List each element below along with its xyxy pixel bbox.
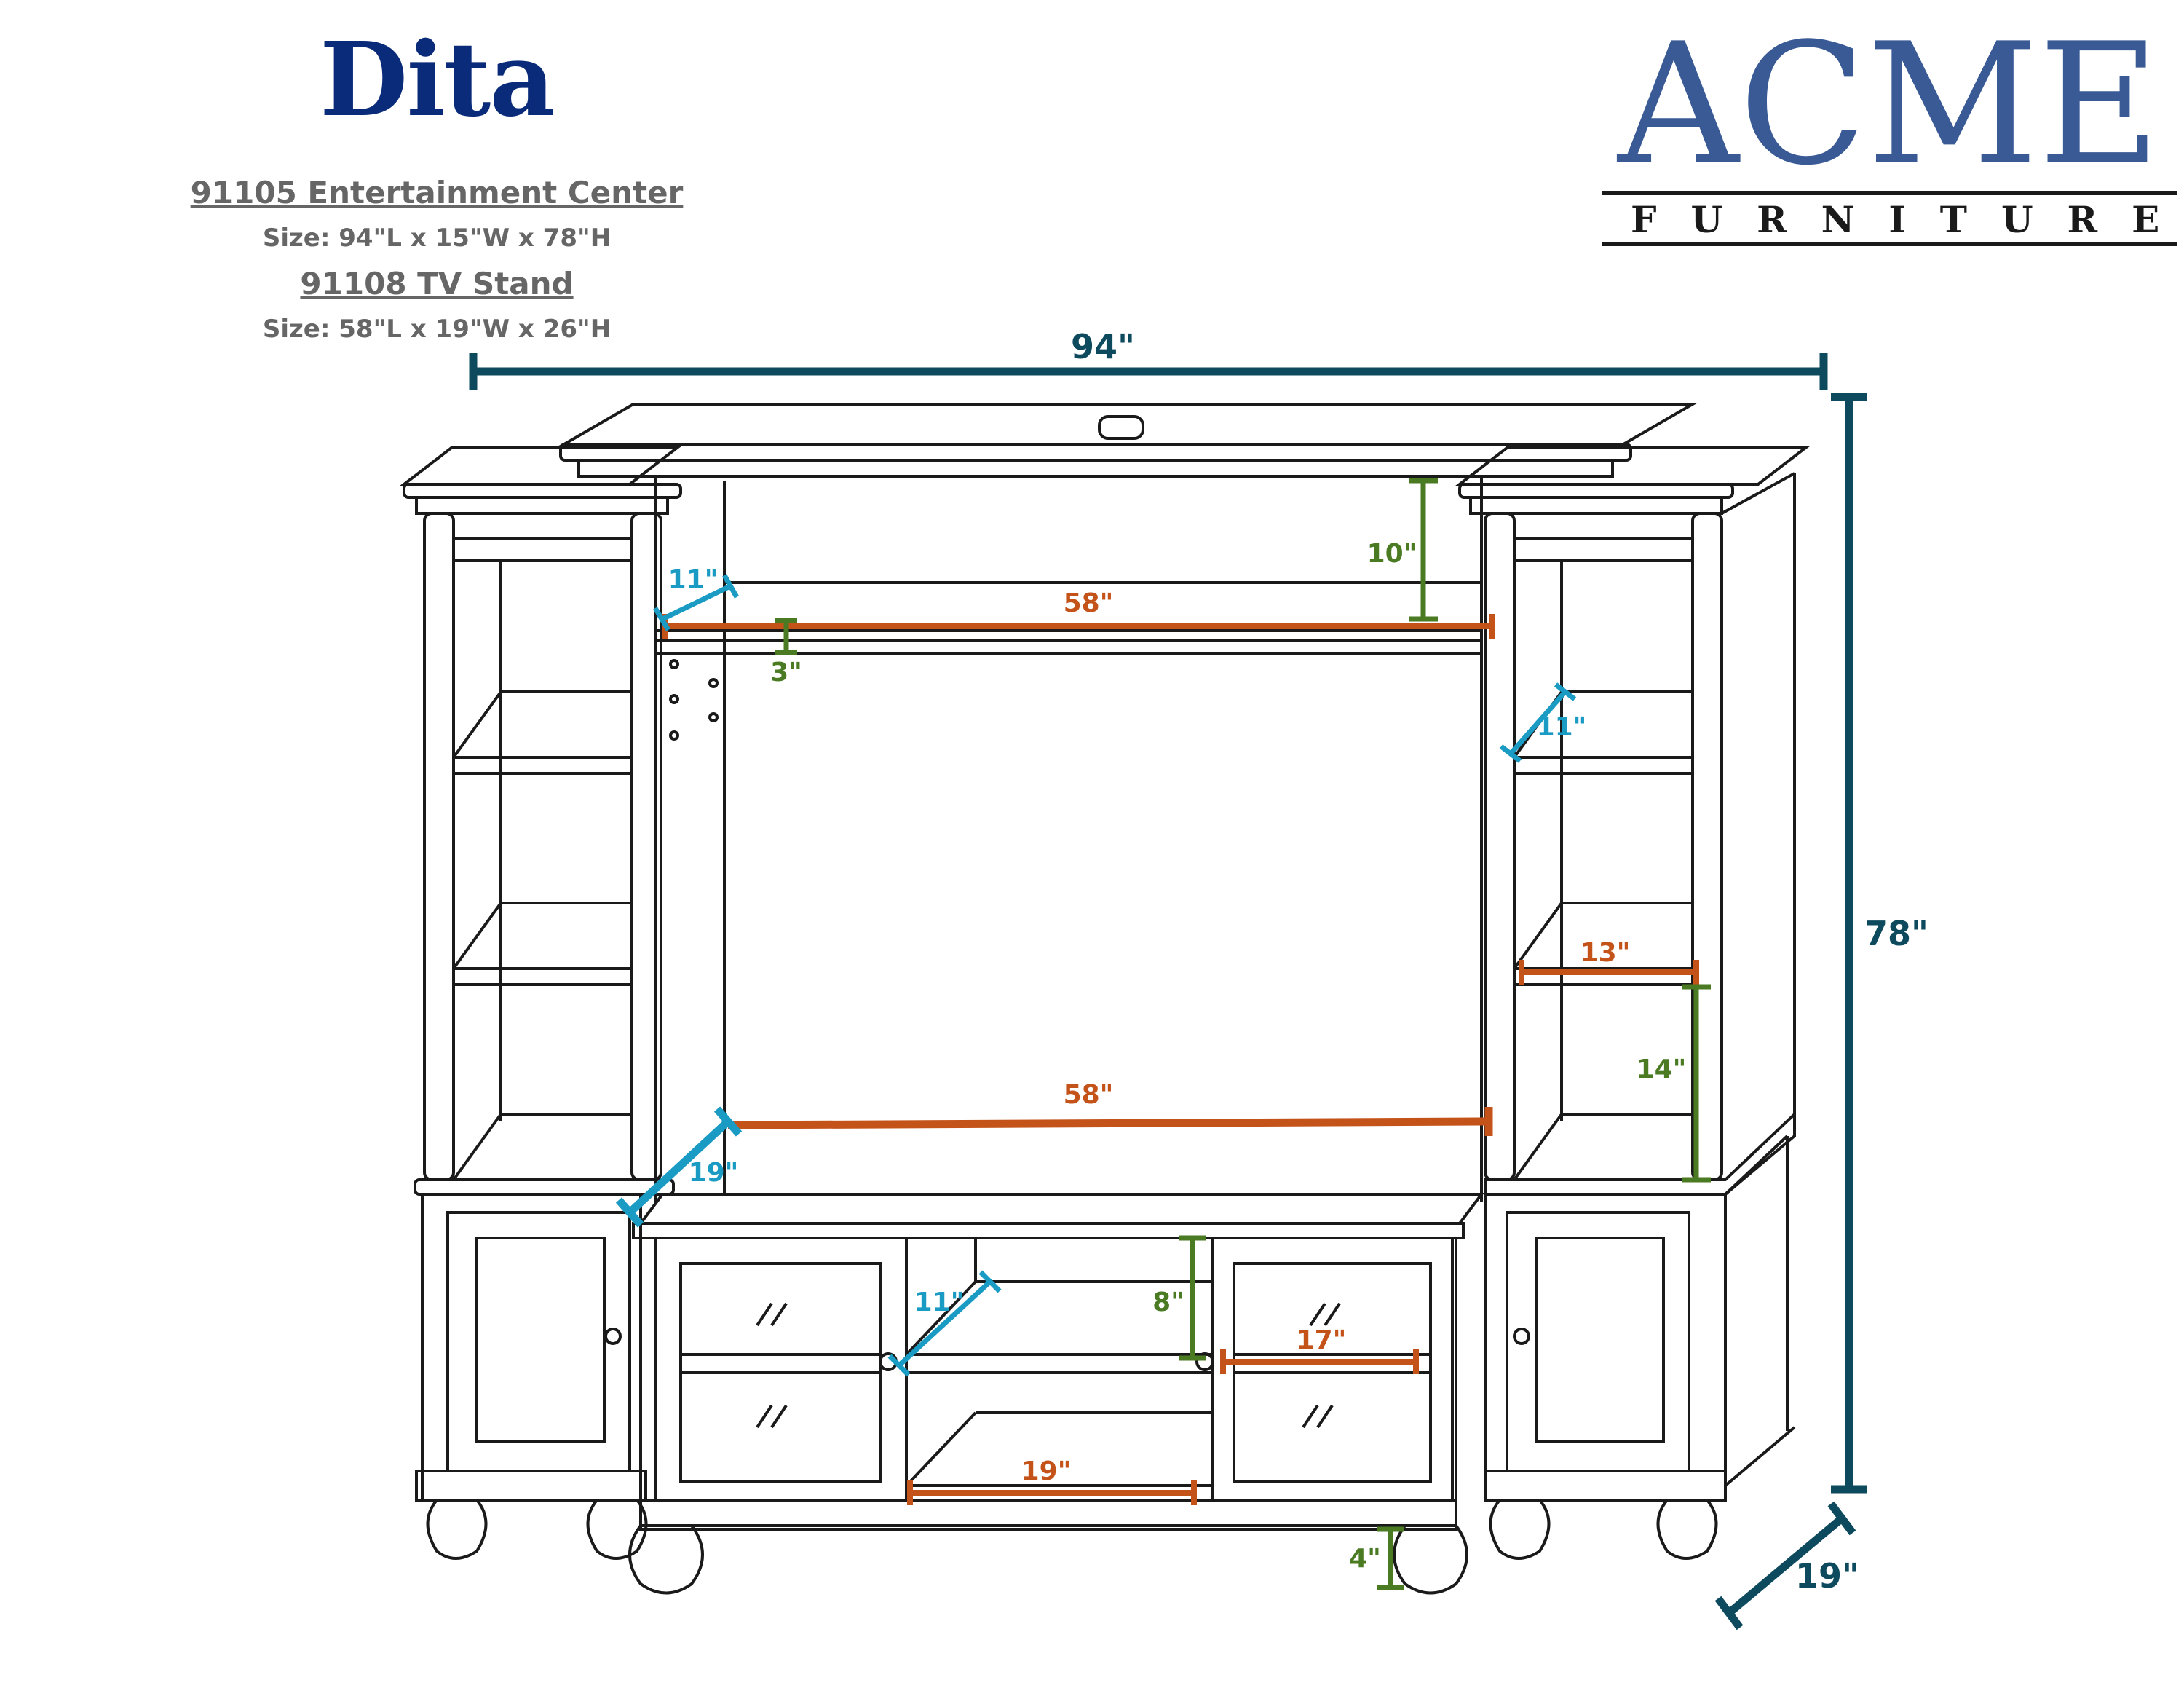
label-overall-depth: 19" <box>1795 1556 1859 1596</box>
tower-depth-tick-a <box>1499 744 1522 763</box>
label-open-shelf-height: 8" <box>1152 1287 1184 1317</box>
stand-depth-tick-a <box>615 1197 644 1228</box>
label-leg-height: 4" <box>1349 1544 1381 1574</box>
label-tower-shelf-height: 14" <box>1637 1054 1687 1084</box>
stand-depth-line <box>627 1118 731 1216</box>
upper-depth-left-tick-b <box>721 574 740 599</box>
green-dimensions <box>775 478 1711 1590</box>
center-upper-opening <box>654 476 1483 1202</box>
tv-stand <box>628 1193 1484 1595</box>
bridge-crown <box>558 403 1698 478</box>
open-shelf-depth-tick-a <box>887 1354 911 1377</box>
label-overall-height: 78" <box>1864 914 1928 953</box>
label-tower-depth: 11" <box>1537 712 1587 742</box>
orange-dimensions <box>662 614 1699 1505</box>
blue-dimensions <box>615 574 1577 1377</box>
depth-dimension-line <box>1726 1515 1845 1617</box>
label-tower-shelf-width: 13" <box>1580 938 1631 968</box>
label-open-shelf-depth: 11" <box>914 1287 965 1317</box>
upper-depth-left-tick-a <box>652 607 671 631</box>
product2-title: 91108 TV Stand <box>300 266 574 301</box>
acme-logo: ACME FURNITURE <box>1602 22 2177 246</box>
collection-name: Dita <box>320 20 555 140</box>
label-upper-depth-left: 11" <box>668 565 719 595</box>
product2-size: Size: 58"L x 19"W x 26"H <box>262 315 612 344</box>
label-top-shelf-width: 58" <box>1064 588 1114 618</box>
title-block: Dita 91105 Entertainment Center Size: 94… <box>124 29 750 344</box>
label-stand-top-width: 58" <box>1064 1080 1114 1110</box>
logo-subtitle: FURNITURE <box>1631 198 2184 241</box>
product1-title: 91105 Entertainment Center <box>190 175 684 210</box>
upper-depth-left-line <box>661 583 732 622</box>
depth-tick-top <box>1827 1501 1856 1536</box>
product1-size: Size: 94"L x 15"W x 78"H <box>262 224 612 253</box>
right-tower <box>1455 446 1810 1560</box>
label-shelf-thickness: 3" <box>770 658 802 687</box>
label-glass-door-width: 17" <box>1297 1325 1347 1355</box>
logo-wordmark: ACME <box>1618 8 2161 202</box>
label-overall-width: 94" <box>1071 327 1135 366</box>
logo-rule-top <box>1602 191 2177 195</box>
overall-dimensions <box>469 353 1867 1630</box>
logo-rule-bottom <box>1602 242 2177 246</box>
furniture-drawing <box>400 403 1810 1595</box>
left-tower <box>400 446 682 1560</box>
label-top-opening-height: 10" <box>1367 539 1417 569</box>
tower-depth-tick-b <box>1554 682 1577 701</box>
label-stand-depth: 19" <box>689 1158 739 1188</box>
tower-depth-line <box>1508 690 1567 756</box>
open-shelf-depth-tick-b <box>978 1270 1002 1293</box>
stand-depth-tick-b <box>713 1106 743 1137</box>
depth-tick-bottom <box>1714 1596 1744 1630</box>
open-shelf-depth-line <box>897 1279 992 1368</box>
stand-top-width-line <box>727 1117 1489 1129</box>
label-bottom-opening-width: 19" <box>1021 1456 1072 1486</box>
